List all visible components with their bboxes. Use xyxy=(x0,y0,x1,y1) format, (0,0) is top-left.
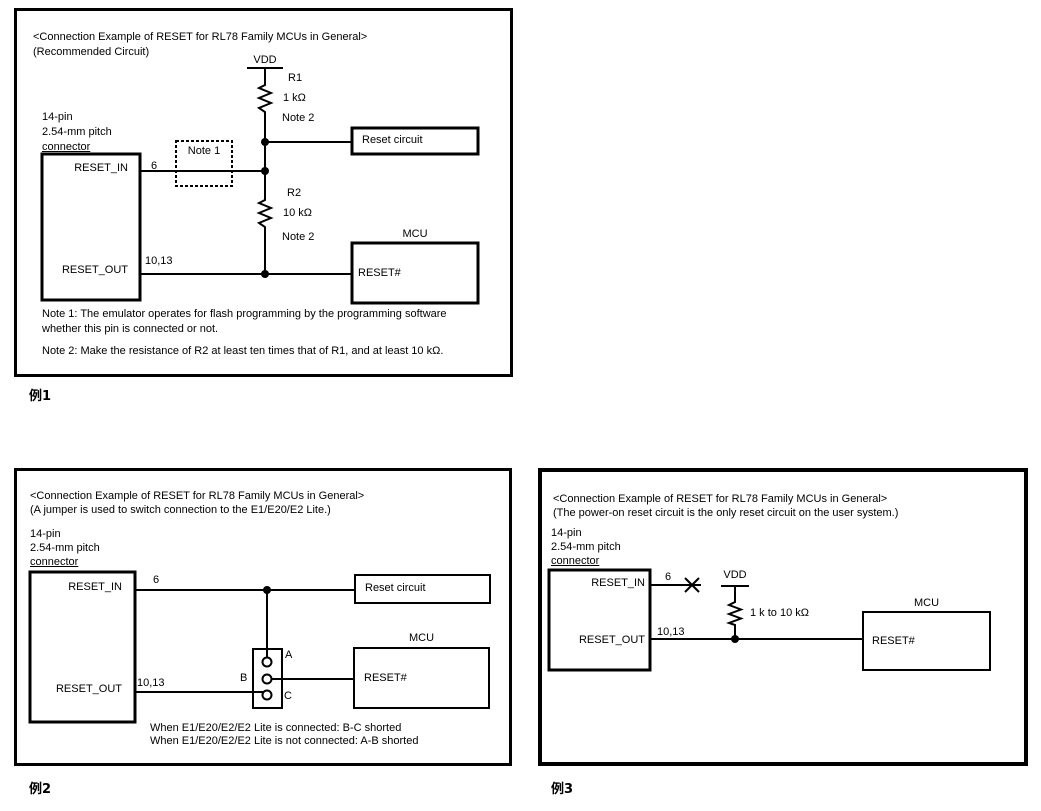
jumper-caption-line1: When E1/E20/E2/E2 Lite is connected: B-C… xyxy=(150,722,402,734)
jumper-pin-c xyxy=(261,689,273,701)
r2-name: R2 xyxy=(287,187,302,199)
r1-value: 1 kΩ xyxy=(283,92,306,104)
vdd-trunk-with-resistor xyxy=(726,586,744,639)
reset-out-label: RESET_OUT xyxy=(55,683,122,695)
mcu-title: MCU xyxy=(913,597,940,609)
diagram-title: <Connection Example of RESET for RL78 Fa… xyxy=(33,31,368,43)
diagram-title: <Connection Example of RESET for RL78 Fa… xyxy=(30,490,365,502)
example2-caption: 例2 xyxy=(29,782,52,797)
connector-label-line3: connector xyxy=(30,556,79,568)
junction-dot xyxy=(261,270,269,278)
connector-label-line3: connector xyxy=(42,141,91,153)
example1-circuit-drawing xyxy=(14,8,513,377)
mcu-pin-label: RESET# xyxy=(364,672,407,684)
mcu-title: MCU xyxy=(402,228,428,240)
panel-border xyxy=(538,468,1028,766)
reset-out-label: RESET_OUT xyxy=(578,634,645,646)
vdd-label: VDD xyxy=(253,54,277,66)
diagram-subtitle: (A jumper is used to switch connection t… xyxy=(30,504,331,516)
r2-note: Note 2 xyxy=(282,231,315,243)
diagram-subtitle: (Recommended Circuit) xyxy=(33,46,150,58)
vdd-label: VDD xyxy=(723,569,747,581)
note2-text: Note 2: Make the resistance of R2 at lea… xyxy=(42,345,444,357)
example3-panel: <Connection Example of RESET for RL78 Fa… xyxy=(538,468,1028,766)
mcu-title: MCU xyxy=(408,632,435,644)
pin1013-label: 10,13 xyxy=(657,626,685,638)
connector-label-line1: 14-pin xyxy=(30,528,61,540)
not-connected-x-mark xyxy=(684,577,700,593)
reset-circuit-box xyxy=(350,126,480,156)
junction-dot xyxy=(263,586,271,594)
jumper-caption-line2: When E1/E20/E2/E2 Lite is not connected:… xyxy=(150,735,419,747)
pin1013-label: 10,13 xyxy=(145,255,173,267)
example3-circuit-drawing xyxy=(538,468,1028,766)
r1-note: Note 2 xyxy=(282,112,315,124)
example1-caption: 例1 xyxy=(29,389,52,404)
mcu-pin-label: RESET# xyxy=(872,635,915,647)
pin1013-label: 10,13 xyxy=(137,677,165,689)
note1-box-label: Note 1 xyxy=(187,145,221,157)
reset-in-label: RESET_IN xyxy=(74,162,128,174)
connector-label-line1: 14-pin xyxy=(551,527,582,539)
diagram-subtitle: (The power-on reset circuit is the only … xyxy=(553,507,899,519)
reset-in-label: RESET_IN xyxy=(68,581,122,593)
connector-label-line2: 2.54-mm pitch xyxy=(42,126,112,138)
note1-text-line2: whether this pin is connected or not. xyxy=(42,323,219,335)
reset-in-label: RESET_IN xyxy=(591,577,645,589)
connector-box xyxy=(40,152,142,302)
mcu-box xyxy=(862,611,991,671)
r1-name: R1 xyxy=(288,72,303,84)
r2-value: 10 kΩ xyxy=(283,207,313,219)
jumper-b-label: B xyxy=(240,672,248,684)
jumper-pin-b xyxy=(261,673,273,685)
note1-text-line1: Note 1: The emulator operates for flash … xyxy=(42,308,447,320)
jumper-a-label: A xyxy=(285,649,293,661)
connector-label-line2: 2.54-mm pitch xyxy=(30,542,100,554)
vdd-trunk-with-resistors xyxy=(256,68,274,274)
jumper-box xyxy=(252,648,283,709)
example1-panel: <Connection Example of RESET for RL78 Fa… xyxy=(14,8,513,377)
connector-label-line3: connector xyxy=(551,555,600,567)
panel-border xyxy=(14,468,512,766)
reset-circuit-box xyxy=(354,574,491,604)
example2-panel: <Connection Example of RESET for RL78 Fa… xyxy=(14,468,512,766)
mcu-box xyxy=(350,241,480,305)
connector-label-line2: 2.54-mm pitch xyxy=(551,541,621,553)
pin6-label: 6 xyxy=(151,160,158,172)
panel-border xyxy=(14,8,513,377)
junction-dot xyxy=(731,635,739,643)
jumper-c-label: C xyxy=(284,690,292,702)
example2-circuit-drawing xyxy=(14,468,512,766)
reset-circuit-label: Reset circuit xyxy=(362,134,423,146)
reset-out-label: RESET_OUT xyxy=(61,264,128,276)
example3-caption: 例3 xyxy=(551,782,574,797)
diagram-title: <Connection Example of RESET for RL78 Fa… xyxy=(553,493,888,505)
pin6-label: 6 xyxy=(665,571,672,583)
note1-dashed-box xyxy=(175,140,233,187)
mcu-pin-label: RESET# xyxy=(358,267,401,279)
connector-box xyxy=(547,568,652,672)
jumper-pin-a xyxy=(261,656,273,668)
resistor-value-label: 1 k to 10 kΩ xyxy=(750,607,809,619)
junction-dot xyxy=(261,167,269,175)
connector-label-line1: 14-pin xyxy=(42,111,73,123)
reset-circuit-label: Reset circuit xyxy=(365,582,426,594)
pin6-label: 6 xyxy=(153,574,160,586)
junction-dot xyxy=(261,138,269,146)
connector-box xyxy=(28,570,137,724)
mcu-box xyxy=(353,647,490,709)
